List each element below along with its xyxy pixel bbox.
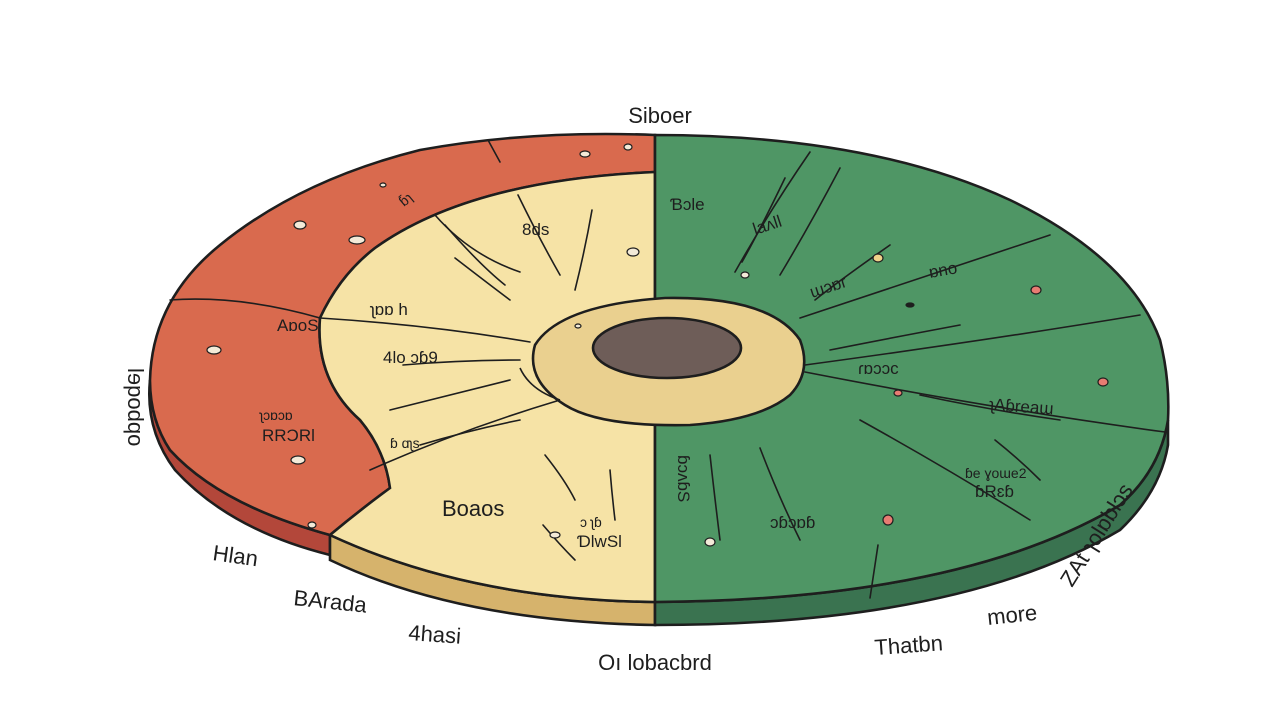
label-red-3a: ʅɔɒɔɒ xyxy=(259,407,293,423)
label-bottom-right-2: more xyxy=(986,600,1038,630)
label-green-9: ɓɔʌɓS xyxy=(674,455,693,502)
green-region xyxy=(653,133,1170,604)
label-top: Siboer xyxy=(628,103,692,128)
label-red-3b: RRƆRl xyxy=(262,426,315,445)
label-green-4: ɒno xyxy=(927,258,958,282)
center-pit xyxy=(591,316,743,380)
label-green-8: ɔɓɔɒɓ xyxy=(770,513,815,532)
label-green-7a: ɓe ɣoɯe2 xyxy=(965,465,1027,481)
label-bottom-right-1: Thatbn xyxy=(874,630,944,660)
label-green-6: ʅAɓreaɯ xyxy=(988,395,1054,419)
label-cream-4: ɓ ɑʅs xyxy=(390,435,420,451)
label-cream-1: 8ds xyxy=(522,220,549,239)
label-cream-3: 4lo ɔɓ9 xyxy=(383,348,438,367)
label-cream-6b: ƊlwSl xyxy=(577,532,622,551)
label-bottom-left-2: BArada xyxy=(292,585,368,618)
label-bottom-left-3: 4hasi xyxy=(408,620,462,649)
label-green-7b: ɓRɛɓ xyxy=(975,482,1014,501)
label-green-5: ɾɒɔɔc xyxy=(858,359,899,378)
label-cream-2: ʅɒɒ h xyxy=(369,300,408,319)
label-left-vertical: Ɩɘpodqo xyxy=(123,368,148,446)
speckles xyxy=(206,143,1109,547)
label-bottom-center: Oı lobacbrd xyxy=(598,650,712,675)
label-cream-5: Boaos xyxy=(442,496,504,521)
label-bottom-left-1: Hlan xyxy=(211,540,259,571)
label-green-1: Ɓɔle xyxy=(670,195,705,214)
label-red-2: AɒoS xyxy=(277,316,319,335)
crack-lines xyxy=(389,167,1061,561)
cream-region xyxy=(318,170,657,604)
label-cream-6a: ɔ ʅɓ xyxy=(580,514,602,530)
center-mound-base xyxy=(519,367,561,401)
